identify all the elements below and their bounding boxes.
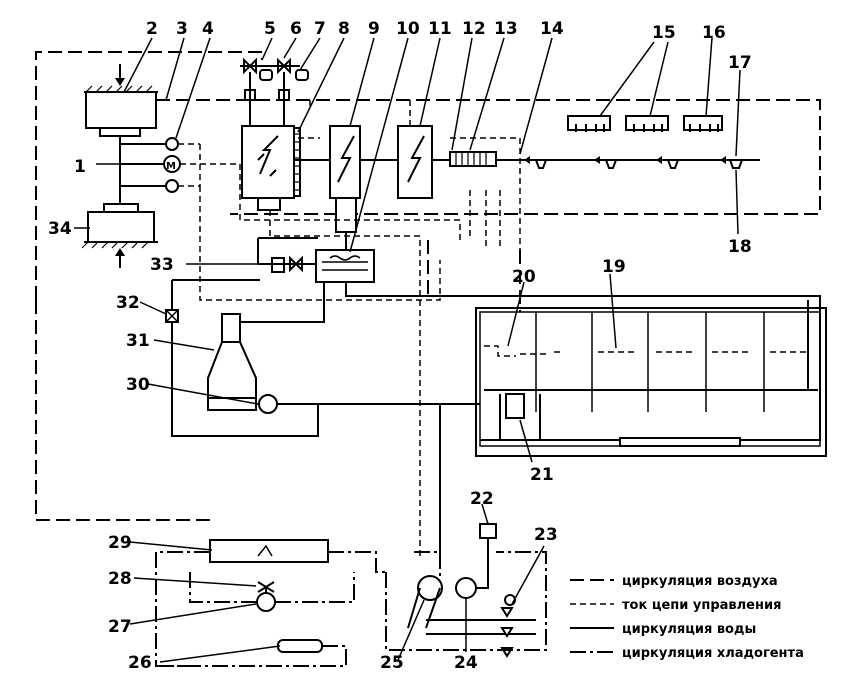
label-26: 26 — [128, 653, 152, 673]
label-18: 18 — [728, 237, 752, 257]
label-17: 17 — [728, 53, 752, 73]
number-labels: 1 2 3 4 5 6 7 8 9 10 11 12 13 14 15 16 1… — [48, 19, 752, 673]
motor-1: M — [119, 136, 240, 204]
legend-water-text: циркуляция воды — [622, 622, 756, 637]
label-29: 29 — [108, 533, 132, 553]
sprinklers-15-16 — [567, 115, 723, 132]
label-11: 11 — [428, 19, 452, 39]
label-14: 14 — [540, 19, 564, 39]
leader-lines — [74, 37, 741, 663]
label-27: 27 — [108, 617, 132, 637]
label-33: 33 — [150, 255, 174, 275]
heat-exchanger-8 — [241, 125, 301, 211]
label-19: 19 — [602, 257, 626, 277]
label-32: 32 — [116, 293, 140, 313]
label-8: 8 — [338, 19, 350, 39]
label-5: 5 — [264, 19, 276, 39]
label-22: 22 — [470, 489, 494, 509]
pump-27-28 — [189, 572, 355, 612]
label-9: 9 — [368, 19, 380, 39]
nozzles — [524, 156, 744, 169]
label-2: 2 — [146, 19, 158, 39]
label-25: 25 — [380, 653, 404, 673]
unit-9 — [329, 125, 361, 233]
label-13: 13 — [494, 19, 518, 39]
label-21: 21 — [530, 465, 554, 485]
label-6: 6 — [290, 19, 302, 39]
legend-air-text: циркуляция воздуха — [622, 574, 778, 589]
tank-10 — [257, 232, 375, 283]
condenser-29 — [155, 539, 386, 667]
unit-2 — [84, 64, 158, 137]
label-30: 30 — [126, 375, 150, 395]
label-3: 3 — [176, 19, 188, 39]
legend-control-text: ток цепи управления — [622, 598, 781, 613]
label-4: 4 — [202, 19, 214, 39]
unit-11 — [397, 125, 433, 199]
unit-12-13 — [449, 151, 497, 167]
unit-26 — [156, 639, 347, 667]
label-24: 24 — [454, 653, 478, 673]
unit-34 — [81, 203, 158, 268]
legend: циркуляция воздуха ток цепи управления ц… — [570, 574, 804, 661]
label-1: 1 — [74, 157, 86, 177]
label-10: 10 — [396, 19, 420, 39]
label-23: 23 — [534, 525, 558, 545]
label-15: 15 — [652, 23, 676, 43]
tower-31 — [165, 279, 480, 437]
label-7: 7 — [314, 19, 326, 39]
unit-22-25 — [385, 523, 547, 658]
label-16: 16 — [702, 23, 726, 43]
label-12: 12 — [462, 19, 486, 39]
storage-room-19 — [475, 300, 827, 457]
label-28: 28 — [108, 569, 132, 589]
label-20: 20 — [512, 267, 536, 287]
label-34: 34 — [48, 219, 72, 239]
legend-refrigerant-text: циркуляция хладогента — [622, 646, 804, 661]
valves-5-6-7 — [240, 57, 309, 126]
svg-text:M: M — [166, 161, 176, 172]
label-31: 31 — [126, 331, 150, 351]
